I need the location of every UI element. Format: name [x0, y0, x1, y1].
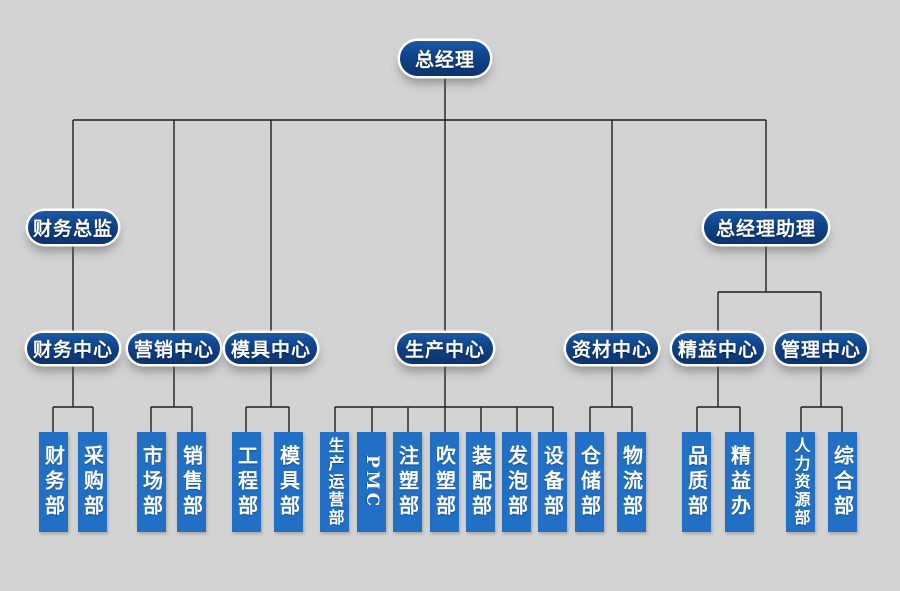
org-node-logistics-dept: 物流部: [617, 432, 646, 532]
org-node-general-affairs-dept: 综合部: [828, 432, 857, 532]
org-node-engineering-dept: 工程部: [232, 432, 261, 532]
org-node-general-manager: 总经理: [400, 41, 490, 76]
org-node-production-operations-dept: 生产运营部: [320, 432, 349, 532]
org-node-quality-dept: 品质部: [682, 432, 711, 532]
org-node-finance-director: 财务总监: [28, 211, 118, 244]
org-node-purchasing-dept: 采购部: [78, 432, 107, 532]
connector-line-group: [52, 76, 843, 432]
org-node-foaming-dept: 发泡部: [502, 432, 531, 532]
org-node-mold-center: 模具中心: [225, 333, 317, 364]
org-node-warehouse-dept: 仓储部: [575, 432, 604, 532]
org-node-assembly-dept: 装配部: [466, 432, 495, 532]
org-node-mold-dept: 模具部: [274, 432, 303, 532]
org-node-market-dept: 市场部: [137, 432, 166, 532]
org-node-blow-molding-dept: 吹塑部: [430, 432, 459, 532]
org-node-production-center: 生产中心: [397, 333, 493, 364]
org-node-lean-center: 精益中心: [672, 333, 764, 364]
org-node-equipment-dept: 设备部: [538, 432, 567, 532]
org-node-finance-center: 财务中心: [27, 333, 119, 364]
org-node-marketing-center: 营销中心: [128, 333, 220, 364]
org-node-hr-dept: 人力资源部: [786, 432, 815, 532]
org-node-sales-dept: 销售部: [177, 432, 206, 532]
org-node-materials-center: 资材中心: [566, 333, 658, 364]
org-node-injection-molding-dept: 注塑部: [393, 432, 422, 532]
org-node-finance-dept: 财务部: [39, 432, 68, 532]
org-node-lean-office: 精益办: [725, 432, 754, 532]
org-node-management-center: 管理中心: [775, 333, 867, 364]
org-node-pmc: PMC: [357, 432, 386, 532]
org-node-gm-assistant: 总经理助理: [704, 211, 828, 244]
